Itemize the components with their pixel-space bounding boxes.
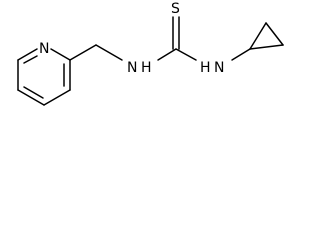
right-nh-nitrogen-label: N <box>214 60 224 76</box>
bond-c4-c5 <box>17 89 45 106</box>
chemical-structure-diagram: S N N H H N <box>17 1 284 106</box>
bond-thiocarbonyl-nh <box>175 48 197 61</box>
thiocarbonyl-double-bond <box>172 16 180 50</box>
bond-n1-c2 <box>50 48 71 61</box>
cyclopropyl-bond-top <box>265 22 284 46</box>
bond-c2-ch2 <box>69 44 97 61</box>
sulfur-atom-label: S <box>171 1 180 17</box>
bond-c3-c4 <box>43 89 71 106</box>
bond-c6-n1 <box>17 48 38 61</box>
left-nh-nitrogen-label: N <box>127 60 137 76</box>
double-bond-c4-c5 <box>23 86 44 99</box>
bond-nh-cyclopropyl <box>231 48 251 61</box>
cyclopropyl-bond-right <box>249 44 284 50</box>
cyclopropyl-bond-left <box>249 22 267 50</box>
pyridine-ring <box>17 48 71 106</box>
bond-nh-thiocarbonyl <box>157 48 177 61</box>
bond-ch2-nh <box>95 44 123 61</box>
pyridine-nitrogen-label: N <box>39 41 49 57</box>
cyclopropyl-ring <box>231 22 284 61</box>
left-nh-hydrogen-label: H <box>141 60 152 76</box>
right-nh-hydrogen-label: H <box>200 60 211 76</box>
double-bond-c6-n1 <box>23 55 38 64</box>
